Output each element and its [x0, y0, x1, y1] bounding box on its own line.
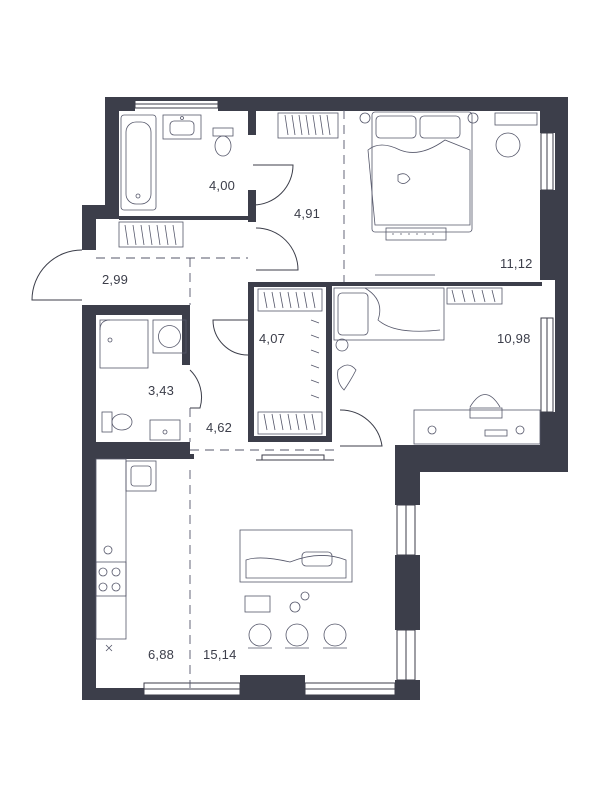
bedroom-1-rug [385, 227, 447, 241]
bedroom-2-shelves [446, 287, 503, 305]
windows [134, 99, 554, 696]
area-bedroom-2: 10,98 [497, 331, 531, 346]
area-living-room: 15,14 [203, 647, 237, 662]
dining-chairs [248, 623, 347, 649]
wardrobe-room-fittings [257, 288, 323, 435]
area-hallway: 4,91 [294, 206, 321, 221]
area-kitchen: 6,88 [148, 647, 175, 662]
shower-cabin [99, 319, 149, 369]
dresser [494, 112, 538, 158]
sink [162, 114, 202, 140]
sink-2 [149, 419, 181, 441]
desk [413, 394, 541, 445]
single-bed [333, 287, 445, 352]
walls [82, 97, 568, 700]
zone-lines [96, 110, 345, 688]
area-bedroom-1: 11,12 [500, 256, 533, 271]
sofa [239, 529, 353, 583]
toilet [212, 127, 234, 157]
area-wardrobe: 4,07 [259, 331, 286, 346]
closet-hallway [277, 112, 339, 139]
double-bed [359, 111, 479, 233]
bathtub [120, 114, 157, 211]
area-bathroom-2: 3,43 [148, 383, 175, 398]
tv-unit [244, 591, 310, 613]
area-entrance: 2,99 [102, 272, 129, 287]
toy-icon [337, 364, 357, 391]
area-bathroom-1: 4,00 [209, 178, 236, 193]
kitchen-counter [95, 458, 157, 652]
toilet-2 [101, 411, 133, 433]
closet-entrance [118, 221, 184, 248]
area-corridor: 4,62 [206, 420, 233, 435]
washing-machine [152, 319, 187, 354]
doors [31, 164, 383, 461]
